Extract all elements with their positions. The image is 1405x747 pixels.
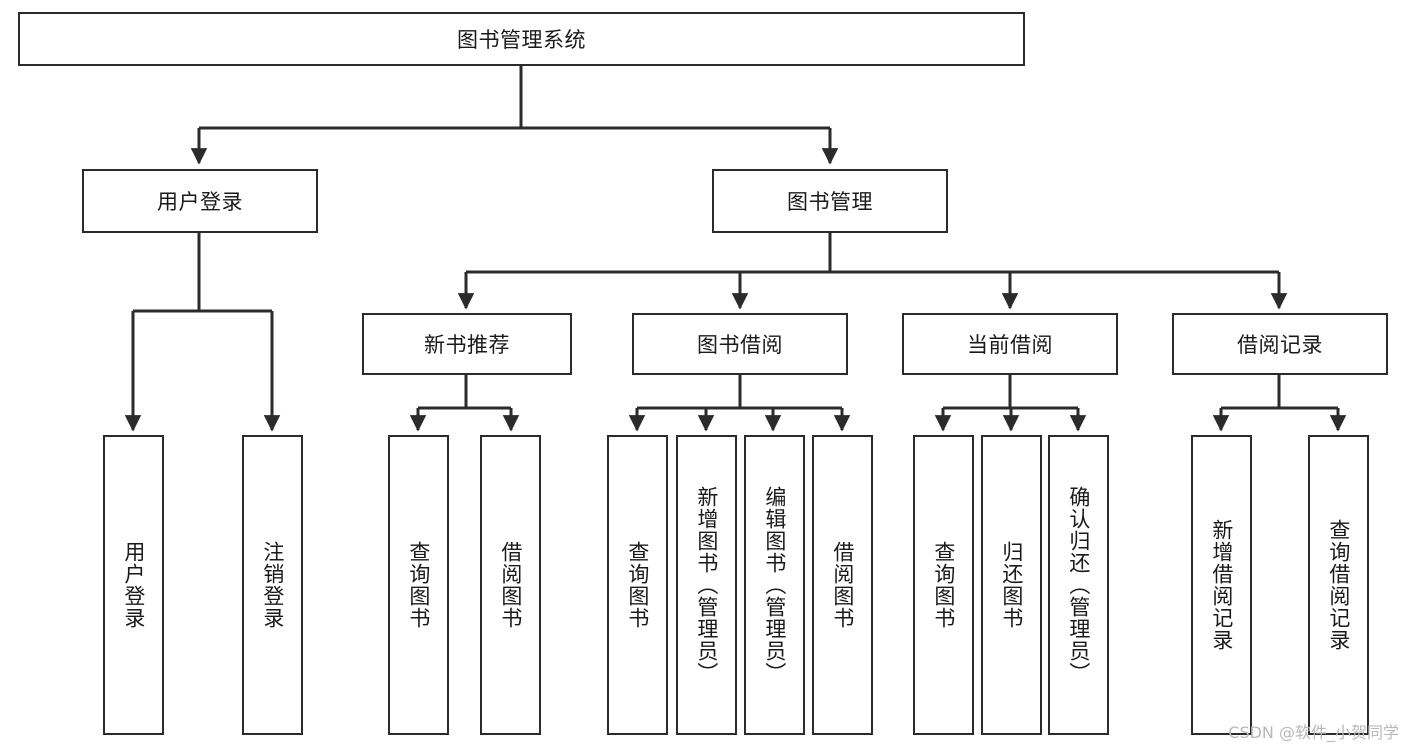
leaf-book-borrow-borrow[interactable]: 借阅图书	[812, 435, 873, 735]
leaf-current-borrow-confirm-return[interactable]: 确认归还（管理员）	[1048, 435, 1109, 735]
leaf-borrow-record-add[interactable]: 新增借阅记录	[1191, 435, 1252, 735]
leaf-new-book-query[interactable]: 查询图书	[388, 435, 449, 735]
node-book-management[interactable]: 图书管理	[712, 169, 948, 233]
leaf-current-borrow-query[interactable]: 查询图书	[913, 435, 974, 735]
node-new-book-recommend[interactable]: 新书推荐	[362, 313, 572, 375]
node-root-system[interactable]: 图书管理系统	[18, 12, 1025, 66]
leaf-borrow-record-query[interactable]: 查询借阅记录	[1308, 435, 1369, 735]
node-user-login[interactable]: 用户登录	[82, 169, 318, 233]
leaf-book-borrow-add[interactable]: 新增图书（管理员）	[676, 435, 737, 735]
leaf-user-login-logout[interactable]: 注销登录	[242, 435, 303, 735]
leaf-book-borrow-query[interactable]: 查询图书	[607, 435, 668, 735]
leaf-new-book-borrow[interactable]: 借阅图书	[480, 435, 541, 735]
node-current-borrow[interactable]: 当前借阅	[902, 313, 1118, 375]
leaf-current-borrow-return[interactable]: 归还图书	[981, 435, 1042, 735]
node-borrow-record[interactable]: 借阅记录	[1172, 313, 1388, 375]
node-book-borrow[interactable]: 图书借阅	[632, 313, 848, 375]
leaf-book-borrow-edit[interactable]: 编辑图书（管理员）	[744, 435, 805, 735]
leaf-user-login-login[interactable]: 用户登录	[103, 435, 164, 735]
